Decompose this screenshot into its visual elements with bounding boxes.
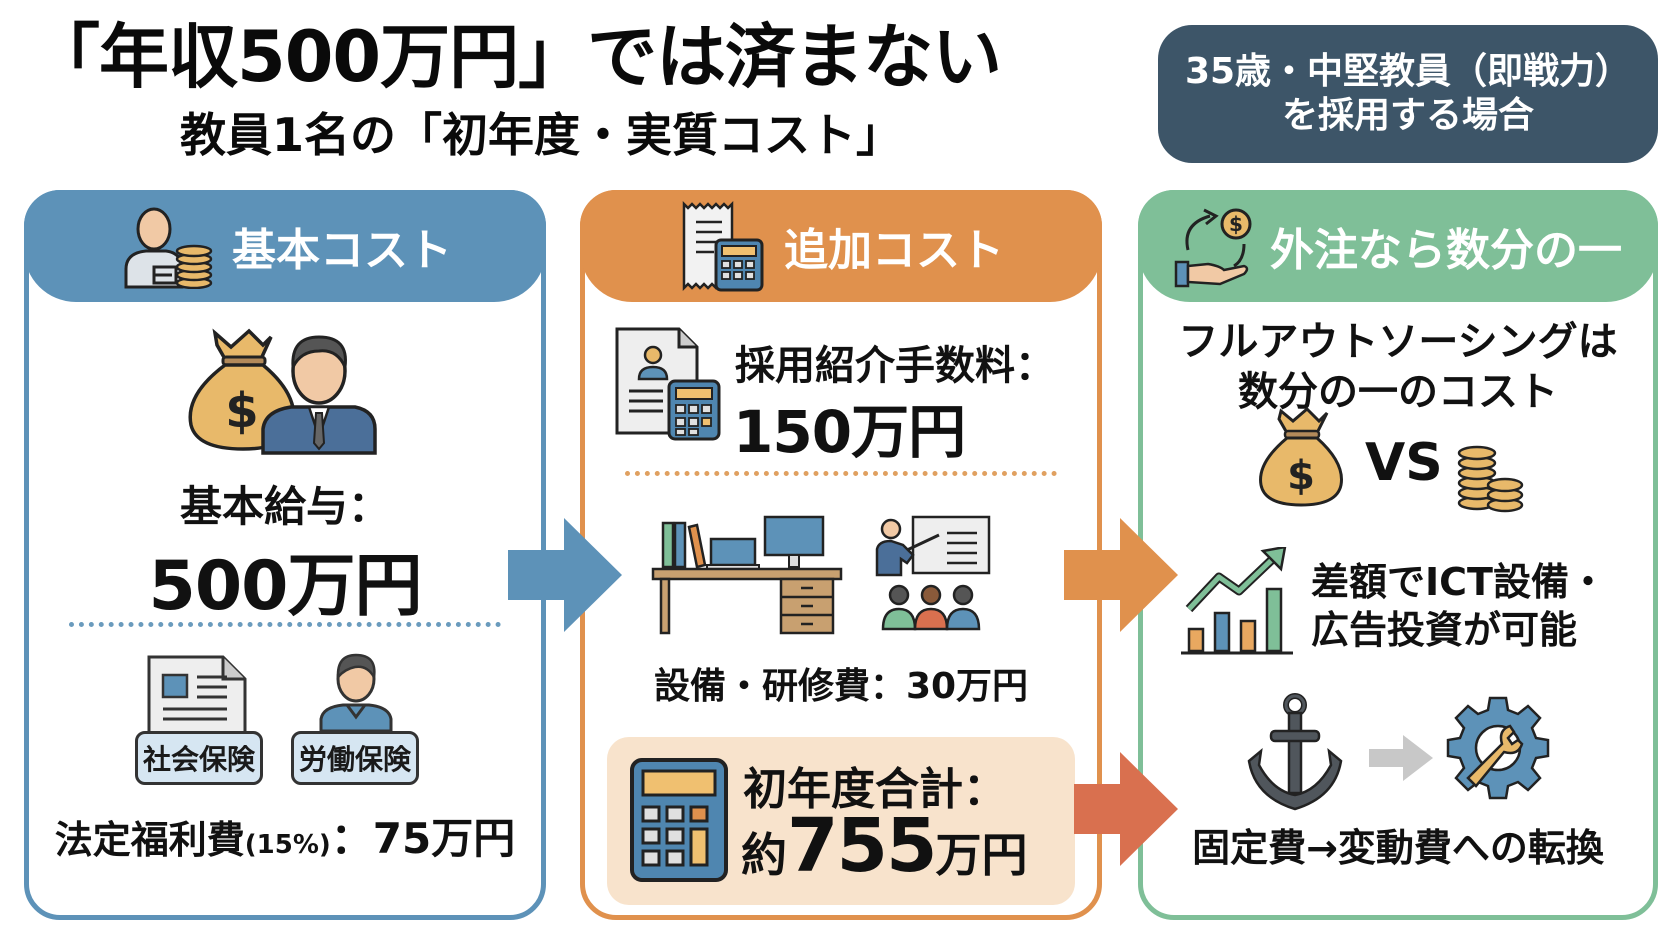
arrow-additional-to-outsource-icon bbox=[1064, 518, 1178, 632]
fixed-to-variable-text: 固定費→変動費への転換 bbox=[1192, 826, 1604, 870]
badge-line-1: 35歳・中堅教員（即戦力） bbox=[1184, 51, 1632, 93]
welfare-value: ：75万円 bbox=[330, 814, 516, 863]
calculator-icon bbox=[630, 758, 728, 882]
invest-line-2: 広告投資が可能 bbox=[1311, 608, 1578, 652]
total-number: 755 bbox=[787, 803, 937, 889]
salary-label: 基本給与： bbox=[179, 482, 390, 531]
additional-cost-title: 追加コスト bbox=[784, 225, 1004, 276]
total-prefix: 約 bbox=[741, 828, 787, 882]
arrow-total-to-outsource-icon bbox=[1074, 752, 1178, 866]
vs-label: VS bbox=[1365, 433, 1443, 493]
basic-cost-title: 基本コスト bbox=[232, 225, 452, 276]
person-coins-icon bbox=[124, 207, 213, 289]
recruitment-fee-icon bbox=[615, 327, 721, 441]
additional-cost-panel: 追加コスト 採用紹介手数料： 150万円 bbox=[580, 190, 1102, 920]
hand-money-cycle-icon: $ bbox=[1174, 208, 1252, 288]
outsource-header: $ 外注なら数分の一 bbox=[1138, 190, 1658, 302]
insurance-document-icon bbox=[147, 655, 247, 733]
growth-chart-icon bbox=[1181, 547, 1293, 655]
anchor-icon bbox=[1247, 693, 1343, 811]
recruitment-fee-value: 150万円 bbox=[733, 398, 966, 466]
transition-arrow-icon bbox=[1369, 735, 1433, 781]
invest-line-1: 差額でICT設備・ bbox=[1311, 560, 1607, 604]
divider bbox=[625, 471, 1057, 476]
coin-stack-icon bbox=[1457, 445, 1524, 513]
salary-value: 500万円 bbox=[148, 547, 423, 626]
tag-social-insurance: 社会保険 bbox=[135, 731, 263, 785]
money-bag-icon: $ bbox=[1259, 406, 1343, 507]
welfare-cost: 法定福利費(15%)：75万円 bbox=[29, 805, 541, 866]
receipt-calculator-icon bbox=[682, 200, 764, 292]
svg-text:$: $ bbox=[225, 383, 258, 439]
equipment-training-cost: 設備・研修費：30万円 bbox=[653, 666, 1029, 707]
svg-text:$: $ bbox=[1287, 453, 1315, 499]
outsource-line-2: 数分の一のコスト bbox=[1238, 369, 1558, 415]
total-cost-box: 初年度合計： 約755万円 bbox=[607, 737, 1075, 905]
divider bbox=[69, 622, 501, 627]
tag-labor-insurance: 労働保険 bbox=[291, 731, 419, 785]
office-desk-icon bbox=[651, 515, 843, 635]
additional-cost-header: 追加コスト bbox=[580, 190, 1102, 302]
svg-text:$: $ bbox=[1229, 212, 1243, 236]
page-subtitle: 教員1名の「初年度・実質コスト」 bbox=[180, 108, 903, 162]
welfare-percent: (15%) bbox=[244, 830, 331, 860]
total-value: 約755万円 bbox=[741, 809, 1027, 883]
basic-cost-header: 基本コスト bbox=[24, 190, 546, 302]
badge-line-2: を採用する場合 bbox=[1281, 95, 1534, 136]
outsource-title: 外注なら数分の一 bbox=[1270, 225, 1622, 276]
total-unit: 万円 bbox=[935, 828, 1028, 882]
basic-cost-panel: 基本コスト $ 基本給与： 500万円 社会保険 労働保険 法定福利費(15%)… bbox=[24, 190, 546, 920]
recruitment-fee-label: 採用紹介手数料： bbox=[735, 343, 1055, 389]
welfare-label: 法定福利費 bbox=[54, 818, 245, 862]
training-presentation-icon bbox=[875, 515, 991, 631]
outsource-line-1: フルアウトソーシングは bbox=[1178, 319, 1618, 365]
arrow-basic-to-additional-icon bbox=[508, 518, 622, 632]
total-label: 初年度合計： bbox=[743, 764, 1007, 815]
scenario-badge: 35歳・中堅教員（即戦力） を採用する場合 bbox=[1158, 25, 1658, 163]
page-title: 「年収500万円」では済まない bbox=[30, 16, 1002, 98]
salary-illustration-icon: $ bbox=[188, 328, 377, 455]
gear-wrench-icon bbox=[1446, 696, 1550, 800]
outsource-panel: $ 外注なら数分の一 フルアウトソーシングは 数分の一のコスト $ VS 差額で… bbox=[1138, 190, 1658, 920]
worker-person-icon bbox=[319, 653, 393, 731]
